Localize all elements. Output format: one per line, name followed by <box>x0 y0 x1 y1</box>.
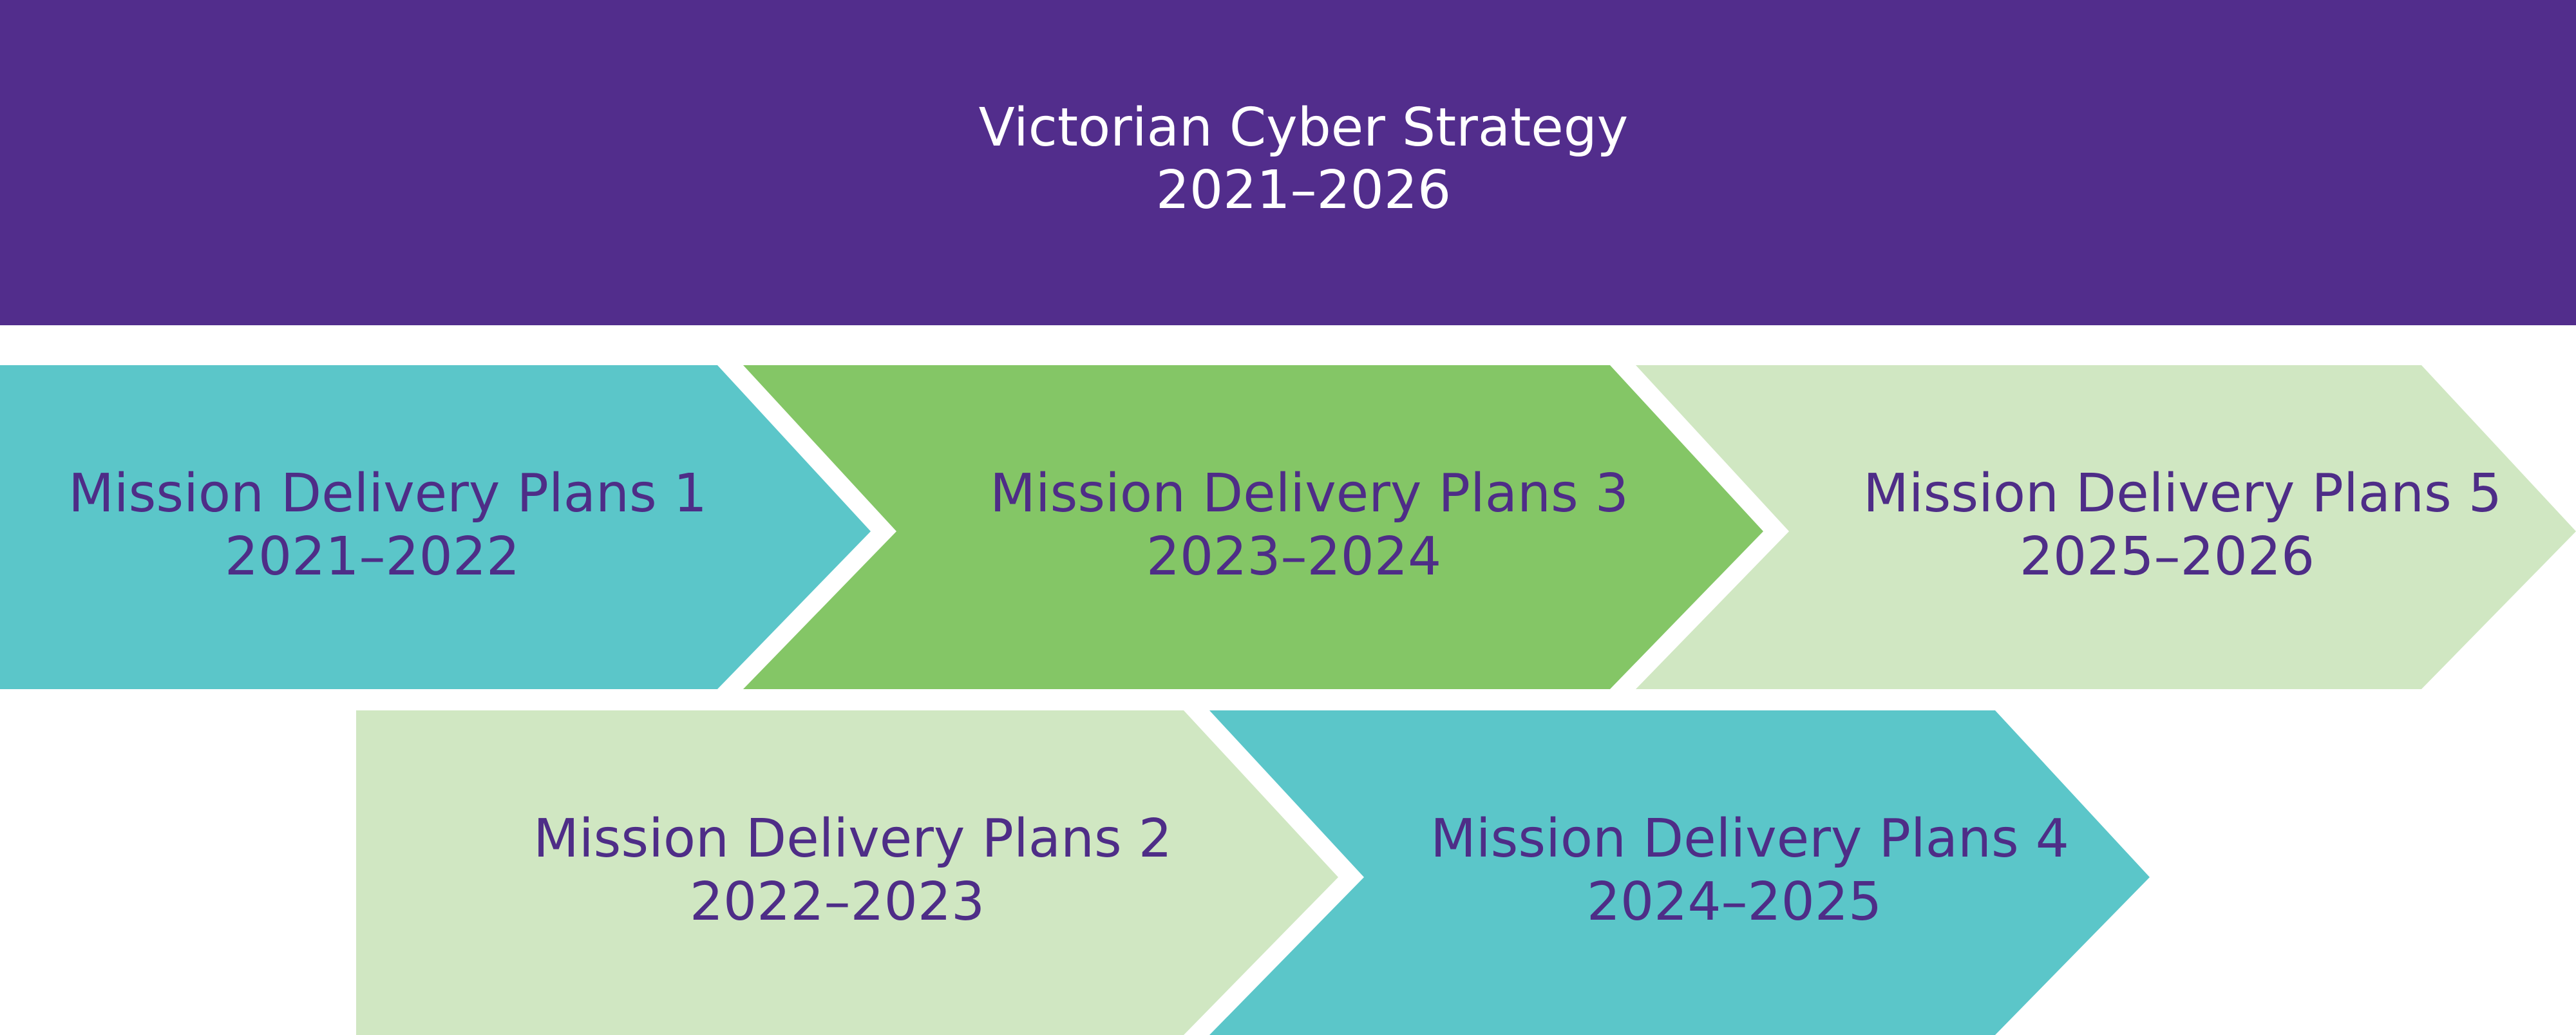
plan-2-chevron: Mission Delivery Plans 2 2022–2023 <box>356 710 1338 1035</box>
plan-2-title: Mission Delivery Plans 2 <box>533 808 1172 869</box>
plan-1-period: 2021–2022 <box>225 526 520 587</box>
plan-2-period: 2022–2023 <box>690 871 985 933</box>
plan-3-chevron: Mission Delivery Plans 3 2023–2024 <box>743 365 1763 689</box>
plan-5-title: Mission Delivery Plans 5 <box>1863 463 2502 524</box>
plan-3-arrow-shape <box>743 365 1763 689</box>
plan-4-period: 2024–2025 <box>1587 871 1882 933</box>
plan-2-arrow-shape <box>356 710 1338 1035</box>
plan-5-period: 2025–2026 <box>2020 526 2315 587</box>
plan-5-chevron: Mission Delivery Plans 5 2025–2026 <box>1636 365 2576 689</box>
plan-1-chevron: Mission Delivery Plans 1 2021–2022 <box>0 365 871 689</box>
plan-4-chevron: Mission Delivery Plans 4 2024–2025 <box>1209 710 2150 1035</box>
strategy-period: 2021–2026 <box>1156 160 1451 221</box>
strategy-title: Victorian Cyber Strategy <box>979 97 1629 158</box>
strategy-header-banner <box>0 0 2576 325</box>
plan-5-arrow-shape <box>1636 365 2576 689</box>
plan-1-title: Mission Delivery Plans 1 <box>68 463 707 524</box>
plan-3-title: Mission Delivery Plans 3 <box>990 463 1629 524</box>
plan-4-arrow-shape <box>1209 710 2150 1035</box>
plan-1-arrow-shape <box>0 365 871 689</box>
plan-4-title: Mission Delivery Plans 4 <box>1430 808 2069 869</box>
plan-3-period: 2023–2024 <box>1146 526 1441 587</box>
strategy-header: Victorian Cyber Strategy 2021–2026 <box>0 0 2576 325</box>
